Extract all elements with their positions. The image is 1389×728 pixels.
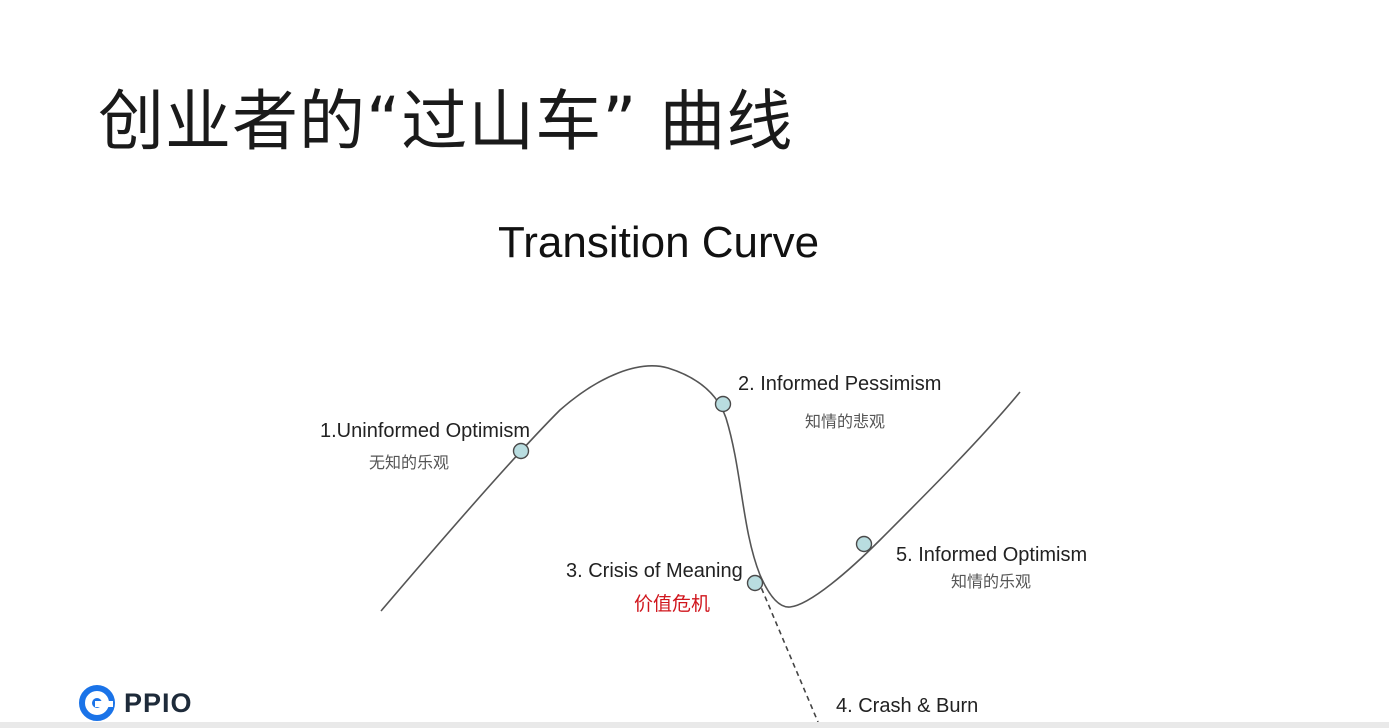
ppio-logo: PPIO [78,684,193,722]
ppio-logo-icon [79,685,115,721]
stage-2-label: 2. Informed Pessimism [738,373,942,395]
stage-5-label: 5. Informed Optimism [896,544,1088,566]
stage-3-marker [746,574,764,592]
bottom-bar [0,722,1389,728]
stage-5-marker [855,535,873,553]
stage-2-marker [714,395,732,413]
stage-5-label-cn: 知情的乐观 [951,572,1032,591]
stage-3-label-cn: 价值危机 [634,593,711,615]
stage-1-marker [512,442,530,460]
transition-curve-line [380,365,1021,612]
slide-title: 创业者的“过山车” 曲线 [98,83,794,160]
logo-text: PPIO [124,687,193,718]
diagram-title: Transition Curve [498,218,820,267]
stage-2-label-cn: 知情的悲观 [805,412,886,431]
stage-1-label: 1.Uninformed Optimism [320,420,531,442]
stage-1-label-cn: 无知的乐观 [369,453,450,472]
crash-burn-dashed-line [757,579,819,723]
stage-4-label: 4. Crash & Burn [836,695,979,717]
stage-3-label: 3. Crisis of Meaning [566,560,743,582]
